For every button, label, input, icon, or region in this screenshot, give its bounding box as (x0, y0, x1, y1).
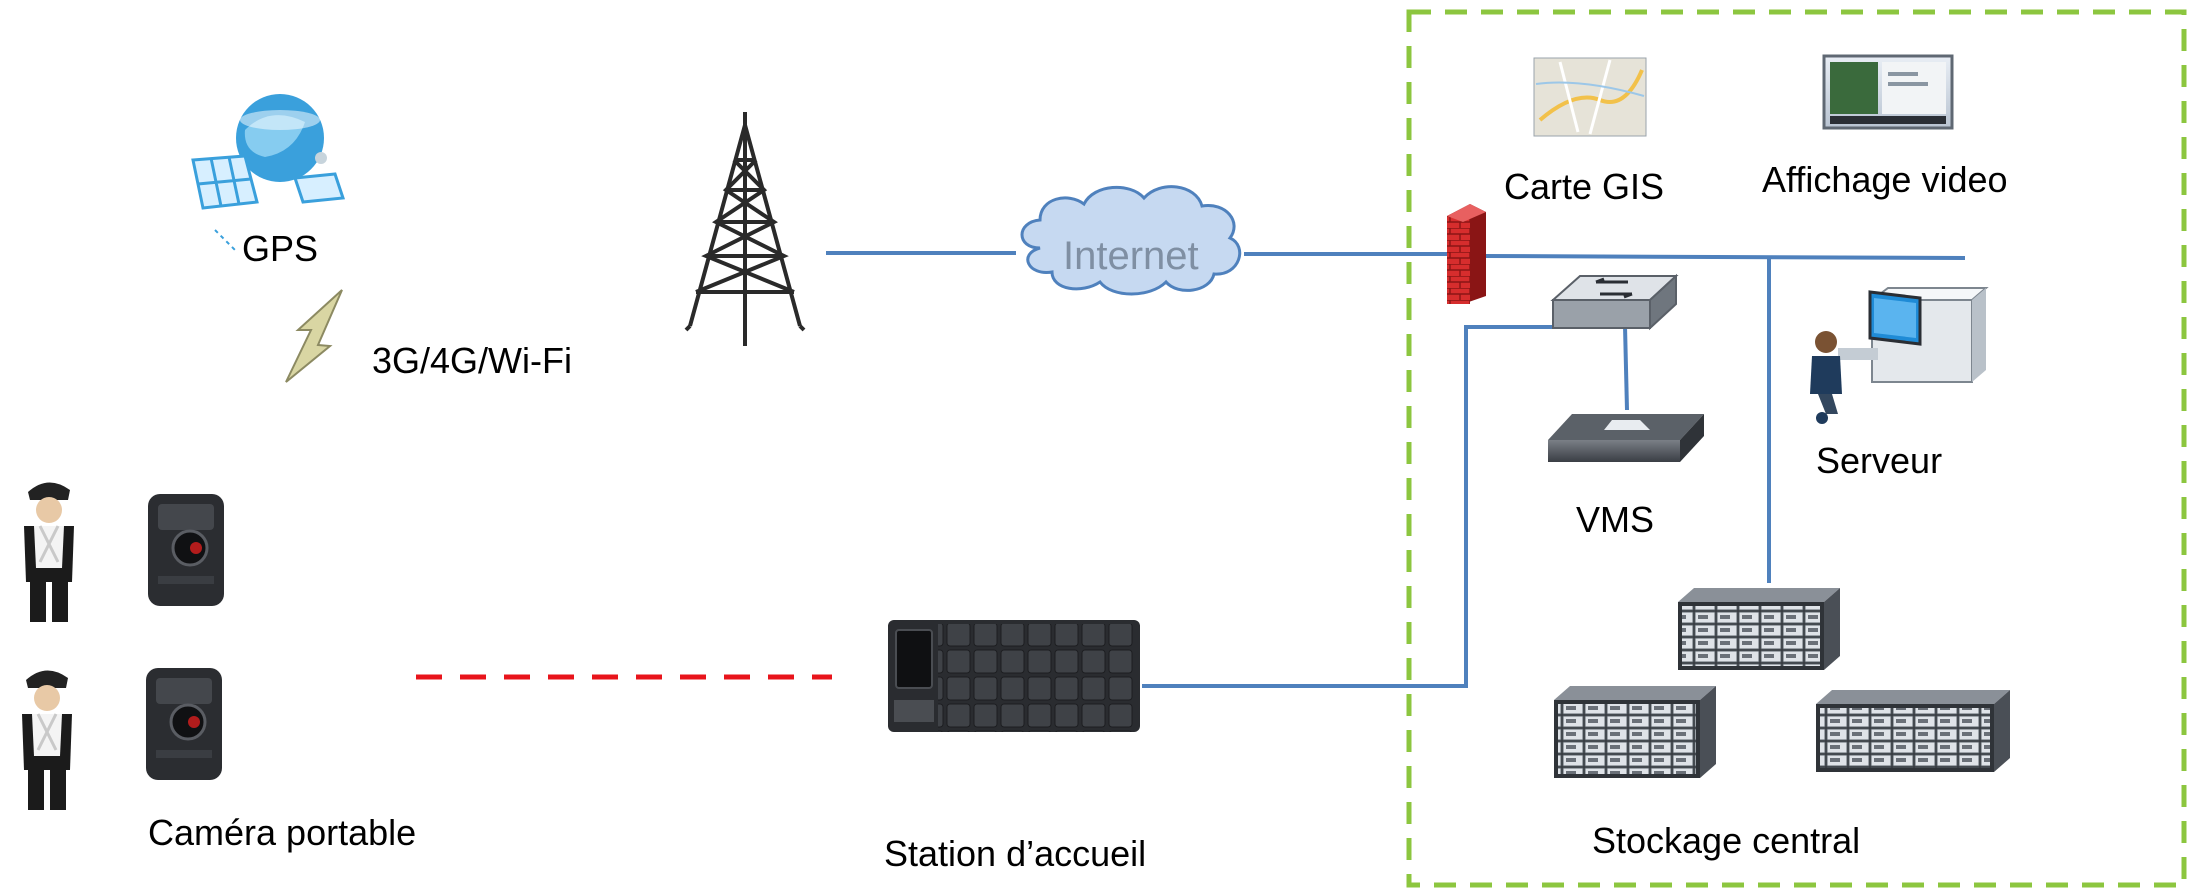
vms-label: VMS (1576, 499, 1655, 540)
storage-array-icon (1554, 686, 1716, 778)
monitor-icon (1822, 54, 1954, 130)
gis-map-label: Carte GIS (1504, 166, 1665, 207)
firewall-icon (1447, 204, 1486, 304)
body-camera-label: Caméra portable (148, 812, 417, 853)
lightning-icon (285, 289, 343, 383)
switch-icon (1550, 273, 1679, 331)
internet-label: Internet (1063, 234, 1199, 278)
storage-array-icon (1678, 588, 1840, 670)
switch-vms-line (1623, 325, 1629, 411)
lan-backbone-line (1483, 254, 1966, 260)
body-camera-icon (146, 668, 222, 780)
server-label: Serveur (1816, 440, 1943, 481)
dock-switch-line (1142, 325, 1563, 688)
vms-server-icon (1548, 414, 1704, 462)
docking-station-label: Station d’accueil (884, 833, 1147, 874)
officer-icon (24, 482, 74, 622)
wireless-label: 3G/4G/Wi-Fi (372, 340, 573, 381)
satellite-icon (191, 94, 346, 253)
body-camera-icon (148, 494, 224, 606)
central-storage-label: Stockage central (1592, 820, 1861, 861)
cloud-icon (1020, 185, 1242, 296)
storage-array-icon (1816, 690, 2010, 772)
docking-station-icon (888, 620, 1140, 732)
gps-label: GPS (242, 228, 319, 269)
map-icon (1533, 57, 1647, 137)
officer-icon (22, 670, 72, 810)
video-display-label: Affichage video (1762, 159, 2008, 200)
central-zone-border (1406, 9, 2187, 888)
workstation-icon (1810, 287, 1989, 424)
cell-tower-icon (684, 112, 806, 346)
